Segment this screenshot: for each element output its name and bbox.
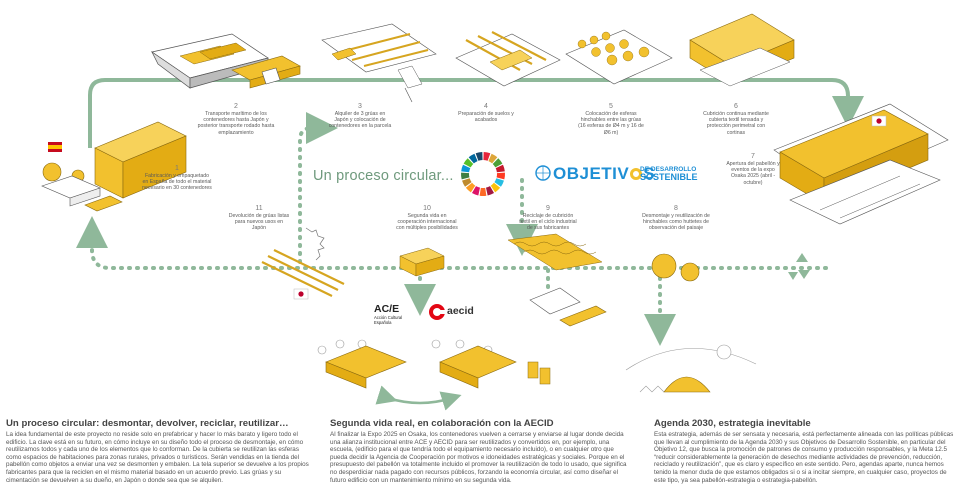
sdg-wheel-segment bbox=[490, 182, 501, 193]
column-circular-process: Un proceso circular: desmontar, devolver… bbox=[6, 418, 314, 484]
recycle-icon bbox=[788, 253, 810, 280]
sdg-brand-line1: DE DESARROLLO bbox=[640, 166, 697, 173]
cycle-arrow-top bbox=[88, 78, 864, 148]
sdg-wheel-segment bbox=[479, 187, 487, 196]
center-title: Un proceso circular... bbox=[313, 168, 454, 184]
sdg-wheel-segment bbox=[488, 153, 498, 164]
step-1-caption: 1 Fabricación y empaquetado en España de… bbox=[142, 165, 212, 192]
step-4-caption: 4 Preparación de suelos y acabados bbox=[458, 103, 514, 124]
ace-logo: AC/E Acción Cultural Española bbox=[374, 303, 403, 326]
column-second-life: Segunda vida real, en colaboración con l… bbox=[330, 418, 632, 484]
exchange-arrow bbox=[375, 385, 462, 411]
sdg-wheel-segment bbox=[468, 153, 478, 164]
sdg-wheel-segment bbox=[495, 164, 505, 173]
step9-illustration bbox=[507, 233, 603, 271]
ace-logo-sub2: Española bbox=[374, 320, 392, 325]
step-11-caption: 11 Devolución de grúas listas para nuevo… bbox=[228, 205, 290, 232]
sdg-wheel-segment bbox=[471, 186, 481, 196]
step2-illustration bbox=[151, 33, 301, 89]
school-illustration bbox=[317, 339, 517, 389]
aecid-icon bbox=[429, 304, 446, 320]
spain-flag-icon bbox=[48, 142, 62, 152]
sdg-brand-line2: SOSTENIBLE bbox=[640, 172, 698, 182]
sdg-brand-tail: S bbox=[643, 164, 656, 183]
sdg-wheel-o-icon bbox=[630, 168, 643, 180]
step4-illustration bbox=[455, 31, 561, 87]
sdg-wheel-segment bbox=[465, 182, 476, 193]
column-agenda-2030: Agenda 2030, estrategia inevitable Esta … bbox=[654, 418, 954, 484]
sdg-brand: OBJETIV S bbox=[553, 164, 655, 184]
step7-illustration bbox=[773, 103, 949, 225]
column-body: Esta estrategia, además de ser sensata y… bbox=[654, 431, 954, 484]
sdg-wheel-segment bbox=[494, 178, 504, 187]
column-title: Agenda 2030, estrategia inevitable bbox=[654, 418, 811, 429]
sdg-wheel-icon bbox=[461, 152, 505, 196]
cycle-arrow-bottom bbox=[76, 216, 828, 270]
step-5-caption: 5 Colocación de esferas hinchables entre… bbox=[578, 103, 644, 136]
step6-illustration bbox=[689, 13, 795, 87]
step-8-caption: 8 Desmontaje y reutilización de hinchabl… bbox=[642, 205, 710, 232]
observation-hut-illustration bbox=[625, 344, 757, 393]
column-title: Segunda vida real, en colaboración con l… bbox=[330, 418, 554, 429]
sdg-brand-main: OBJETIV bbox=[553, 164, 630, 183]
japan-flag-icon bbox=[293, 288, 309, 300]
step11-illustration bbox=[261, 227, 345, 297]
un-emblem-icon bbox=[535, 165, 551, 181]
step1-illustration bbox=[41, 121, 187, 212]
sdg-wheel-segment bbox=[462, 178, 472, 187]
sdg-wheel-segment bbox=[492, 158, 503, 168]
sdg-wheel-segment bbox=[496, 172, 505, 180]
sdg-wheel-segment bbox=[483, 152, 491, 161]
step-3-caption: 3 Alquiler de 3 grúas en Japón y colocac… bbox=[328, 103, 392, 130]
sdg-wheel-segment bbox=[475, 152, 483, 161]
column-body: La idea fundamental de este proyecto no … bbox=[6, 431, 309, 484]
return-branch-cranes bbox=[298, 112, 338, 264]
step-6-caption: 6 Cubrición continua mediante cubierta t… bbox=[703, 103, 769, 136]
sdg-wheel-segment bbox=[461, 172, 470, 180]
step5-illustration bbox=[565, 29, 673, 85]
step10-illustration bbox=[399, 247, 445, 277]
column-body: Al finalizar la Expo 2025 en Osaka, los … bbox=[330, 431, 627, 484]
step-10-caption: 10 Segunda vida en cooperación internaci… bbox=[396, 205, 458, 232]
step-7-caption: 7 Apertura del pabellón y eventos de la … bbox=[726, 153, 780, 186]
column-title: Un proceso circular: desmontar, devolver… bbox=[6, 418, 289, 429]
sdg-brand-sub: DE DESARROLLO SOSTENIBLE bbox=[640, 166, 698, 182]
sdg-wheel-segment bbox=[485, 186, 495, 196]
sdg-wheel-segment bbox=[463, 158, 474, 168]
sdg-wheel-segment bbox=[461, 164, 471, 173]
ace-logo-title: AC/E bbox=[374, 303, 400, 315]
japan-flag-icon bbox=[871, 115, 887, 127]
aecid-logo: aecid bbox=[447, 305, 474, 317]
step-9-caption: 9 Reciclaje de cubrición textil en el ci… bbox=[519, 205, 577, 232]
fabric-products-illustration bbox=[527, 287, 607, 385]
step-2-caption: 2 Transporte marítimo de los contenedore… bbox=[197, 103, 275, 136]
step8-illustration bbox=[651, 253, 700, 282]
step3-illustration bbox=[321, 23, 437, 103]
ace-logo-sub1: Acción Cultural bbox=[374, 315, 403, 320]
